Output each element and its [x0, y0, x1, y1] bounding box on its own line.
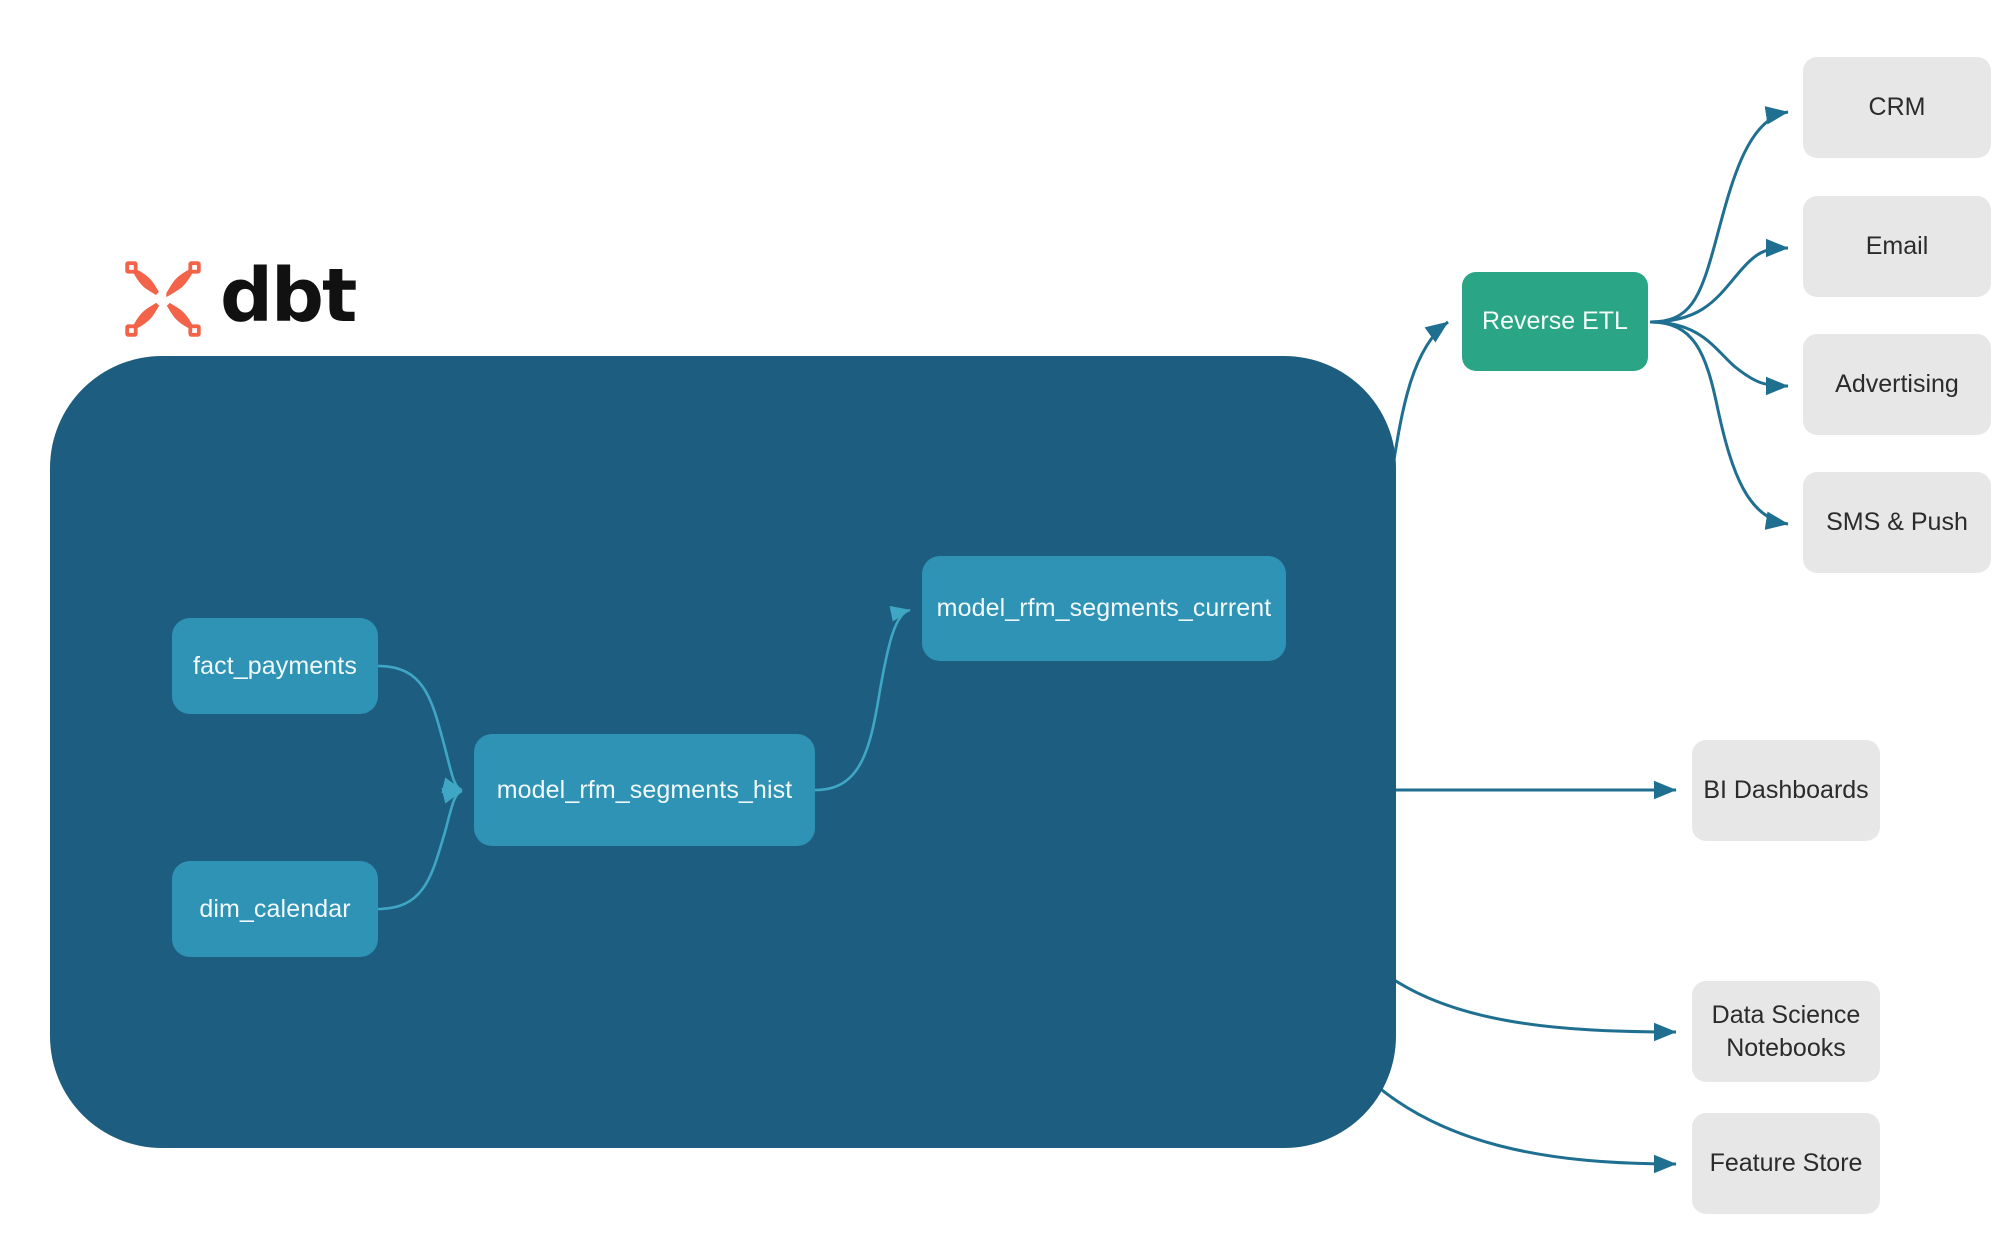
target-node-feature-store[interactable]: Feature Store: [1692, 1113, 1880, 1214]
reverse-etl-node[interactable]: Reverse ETL: [1462, 272, 1648, 371]
dbt-logo: dbt: [122, 253, 357, 340]
edge-reverse-etl-to-crm: [1649, 106, 1789, 324]
target-node-crm[interactable]: CRM: [1803, 57, 1991, 158]
edge-reverse-etl-to-sms-push: [1649, 320, 1789, 530]
model-node-rfm-segments-current[interactable]: model_rfm_segments_current: [922, 556, 1286, 661]
model-node-dim-calendar[interactable]: dim_calendar: [172, 861, 378, 957]
edge-reverse-etl-to-email: [1649, 238, 1789, 324]
model-node-fact-payments[interactable]: fact_payments: [172, 618, 378, 714]
target-node-data-science-notebooks[interactable]: Data Science Notebooks: [1692, 981, 1880, 1082]
dbt-logo-icon: [125, 261, 201, 337]
target-node-bi-dashboards[interactable]: BI Dashboards: [1692, 740, 1880, 841]
target-node-advertising[interactable]: Advertising: [1803, 334, 1991, 435]
edge-reverse-etl-to-advertising: [1649, 320, 1789, 396]
target-node-sms-push[interactable]: SMS & Push: [1803, 472, 1991, 573]
dbt-wordmark: dbt: [220, 253, 357, 339]
model-node-rfm-segments-hist[interactable]: model_rfm_segments_hist: [474, 734, 815, 846]
target-node-email[interactable]: Email: [1803, 196, 1991, 297]
